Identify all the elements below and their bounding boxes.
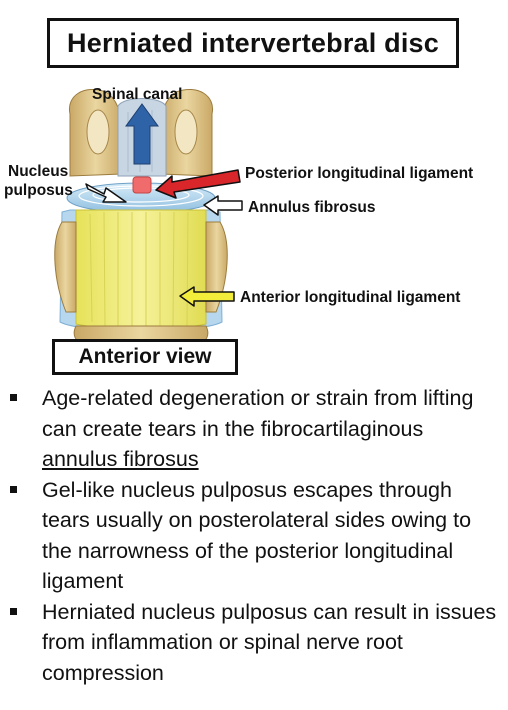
vertebral-body: [59, 209, 223, 332]
nucleus-pulposus: [132, 176, 152, 194]
bullet-1-underlined: annulus fibrosus: [42, 447, 199, 471]
bullet-2-text: Gel-like nucleus pulposus escapes throug…: [42, 477, 472, 594]
bullet-item-1: Age-related degeneration or strain from …: [0, 383, 508, 475]
label-spinal-canal: Spinal canal: [92, 86, 183, 103]
bullet-marker: [10, 394, 17, 401]
bullet-1-text: Age-related degeneration or strain from …: [42, 386, 474, 441]
nucleus-pointer-arrow: [85, 183, 127, 203]
spine-illustration: [54, 89, 243, 349]
bullet-3-text: Herniated nucleus pulposus can result in…: [42, 599, 497, 685]
annulus-pointer-arrow: [203, 195, 243, 216]
label-nucleus-line2: pulposus: [4, 182, 73, 199]
label-annulus-fibrosus: Annulus fibrosus: [248, 199, 376, 216]
bullet-item-2: Gel-like nucleus pulposus escapes throug…: [0, 475, 508, 597]
bullet-list: Age-related degeneration or strain from …: [0, 383, 508, 688]
anterior-ligament-arrow: [179, 286, 235, 307]
label-nucleus-line1: Nucleus: [8, 163, 69, 180]
bullet-item-3: Herniated nucleus pulposus can result in…: [0, 597, 508, 689]
label-posterior-ligament: Posterior longitudinal ligament: [245, 165, 474, 182]
bullet-marker: [10, 485, 17, 493]
bullet-marker: [10, 607, 17, 615]
view-label: Anterior view: [52, 339, 238, 375]
posterior-ligament-arrow: [155, 169, 241, 199]
upper-vertebra: [68, 89, 214, 177]
spinal-canal-arrow: [125, 103, 159, 165]
label-anterior-ligament: Anterior longitudinal ligament: [240, 289, 461, 306]
diagram-title: Herniated intervertebral disc: [47, 18, 459, 68]
